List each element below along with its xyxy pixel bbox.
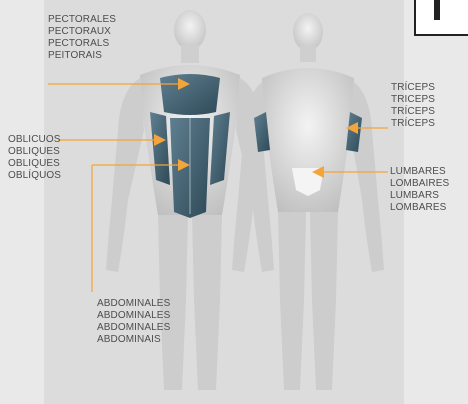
pectorales-label-fr: PECTORAUX: [48, 26, 116, 38]
lumbares-label-pt: LOMBARES: [390, 202, 449, 214]
front-right-leg: [192, 215, 222, 390]
front-neck: [181, 45, 199, 63]
back-head: [293, 13, 323, 51]
oblicuos-label-en: OBLIQUES: [8, 158, 61, 170]
pectorales-label-pt: PEITORAIS: [48, 50, 116, 62]
oblicuos-label: OBLICUOS OBLIQUES OBLIQUES OBLÍQUOS: [8, 134, 61, 182]
lumbares-label-fr: LOMBAIRES: [390, 178, 449, 190]
oblicuos-label-fr: OBLIQUES: [8, 146, 61, 158]
pectorales-label-es: PECTORALES: [48, 14, 116, 26]
pectorales-label-en: PECTORALS: [48, 38, 116, 50]
abdominales-label: ABDOMINALES ABDOMINALES ABDOMINALES ABDO…: [97, 298, 170, 346]
triceps-label: TRÍCEPS TRICEPS TRÍCEPS TRÍCEPS: [391, 82, 435, 130]
pectorales-label: PECTORALES PECTORAUX PECTORALS PEITORAIS: [48, 14, 116, 62]
back-left-leg: [278, 212, 306, 390]
triceps-label-fr: TRICEPS: [391, 94, 435, 106]
lumbares-label-es: LUMBARES: [390, 166, 449, 178]
lumbares-label: LUMBARES LOMBAIRES LUMBARS LOMBARES: [390, 166, 449, 214]
abdominales-label-pt: ABDOMINAIS: [97, 334, 170, 346]
pectoral-muscle: [160, 74, 220, 115]
front-head: [174, 10, 206, 50]
abdominales-label-fr: ABDOMINALES: [97, 310, 170, 322]
back-right-leg: [310, 212, 338, 390]
abdominales-label-en: ABDOMINALES: [97, 322, 170, 334]
triceps-label-en: TRÍCEPS: [391, 106, 435, 118]
back-right-arm: [350, 82, 384, 272]
triceps-label-es: TRÍCEPS: [391, 82, 435, 94]
oblicuos-label-es: OBLICUOS: [8, 134, 61, 146]
oblicuos-label-pt: OBLÍQUOS: [8, 170, 61, 182]
lumbares-label-en: LUMBARS: [390, 190, 449, 202]
back-neck: [300, 46, 316, 62]
abdominales-label-es: ABDOMINALES: [97, 298, 170, 310]
triceps-label-pt: TRÍCEPS: [391, 118, 435, 130]
front-left-arm: [106, 78, 144, 272]
